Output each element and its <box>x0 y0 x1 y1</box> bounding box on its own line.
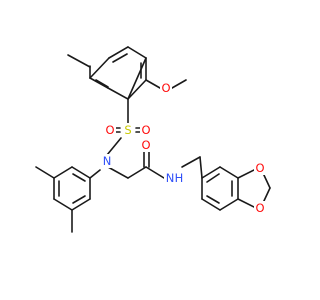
atom-label-o-sulfonyl-right: O <box>140 123 152 137</box>
s-sulfonyl-text: S <box>124 123 131 137</box>
h-amide-text: H <box>175 171 184 185</box>
methoxy-group <box>145 79 187 89</box>
o-dioxole-top-text: O <box>255 161 264 175</box>
o-carbonyl-text: O <box>141 138 150 152</box>
carbonyl-double-bond <box>143 149 150 168</box>
o-dioxole-bottom-text: O <box>255 201 264 215</box>
o-sulfonyl-left-text: O <box>105 123 114 137</box>
dioxole-ring <box>237 168 271 209</box>
atom-label-o-sulfonyl-left: O <box>104 123 116 137</box>
atom-label-o-methoxy: O <box>160 81 172 95</box>
molecule-structure: O S O O N O N H O O <box>35 46 271 233</box>
molecule-canvas: O S O O N O N H O O <box>35 46 271 233</box>
o-methoxy-text: O <box>161 81 170 95</box>
methoxytoluene-ring <box>89 46 147 100</box>
methyl-bond-lower-left <box>35 166 55 179</box>
carbonyl-amide-bond <box>145 166 165 179</box>
dimethylphenyl-ring <box>53 166 101 211</box>
n-sulfonamide-text: N <box>103 154 112 168</box>
amide-methylene-bond <box>181 156 201 168</box>
n-amide-text: N <box>166 171 175 185</box>
benzodioxole-ring <box>201 166 239 211</box>
atom-label-n-sulfonamide: N <box>101 154 113 168</box>
methylene-carbonyl-bond <box>127 166 147 179</box>
atom-label-o-dioxole-top: O <box>254 161 266 175</box>
nitrogen-methylene-bond <box>107 166 129 179</box>
sulfur-nitrogen-bond <box>106 137 122 156</box>
methylene-ring-bond <box>199 156 203 179</box>
atom-label-s-sulfonyl: S <box>122 123 134 137</box>
methyl-bond-upper <box>67 54 91 68</box>
atom-label-o-dioxole-bottom: O <box>254 201 266 215</box>
atom-label-o-carbonyl: O <box>140 138 152 152</box>
atom-label-nh-amide: N H <box>164 171 184 185</box>
o-sulfonyl-right-text: O <box>141 123 150 137</box>
